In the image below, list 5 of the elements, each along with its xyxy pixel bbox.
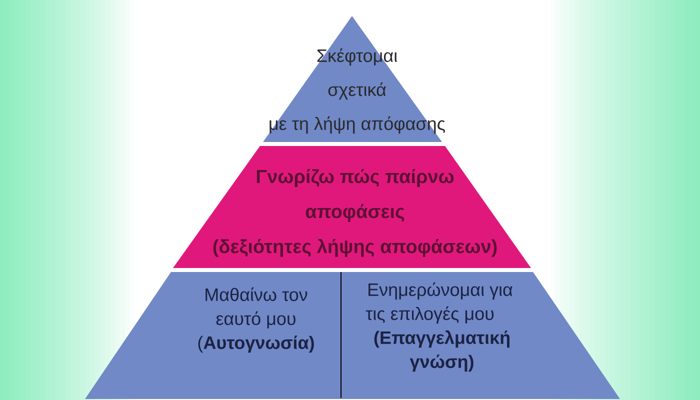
pyramid-base-section: Μαθαίνω τον εαυτό μου (Αυτογνωσία) — [85, 272, 341, 399]
node-label: Μαθαίνω τον εαυτό μου (Αυτογνωσία) — [198, 287, 314, 353]
pyramid-base-section: Ενημερώνομαι για τις επιλογές μου (Επαγγελματική γνώση) — [341, 272, 620, 399]
node-label: Ενημερώνομαι για τις επιλογές μου (Επαγγελματική γνώση) — [366, 282, 512, 372]
pyramid-middle-band: Γνωρίζω πώς παίρνω αποφάσεις (δεξιότητες λήψης αποφάσεων) — [173, 146, 531, 268]
